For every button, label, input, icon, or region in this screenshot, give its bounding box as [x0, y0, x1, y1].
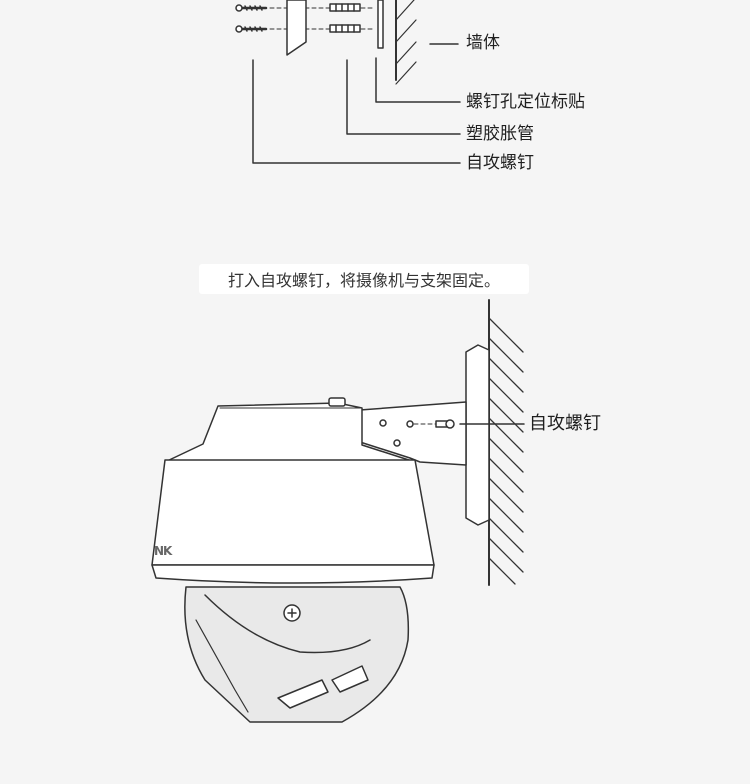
anchor-icon	[329, 3, 361, 33]
wall-hatching	[395, 0, 417, 85]
bracket-plate	[286, 0, 307, 56]
brand-logo: NK	[154, 544, 172, 558]
hole-sticker-label: 螺钉孔定位标贴	[466, 92, 585, 112]
camera-body	[151, 459, 435, 566]
screw-label-bottom: 自攻螺钉	[529, 413, 601, 434]
wall-hatching	[488, 317, 524, 585]
screw-label-top: 自攻螺钉	[466, 153, 534, 173]
screw-icon	[406, 419, 455, 429]
bracket-wall-plate	[465, 344, 490, 526]
wall-mount-exploded-view	[235, 0, 461, 164]
camera-wall-install-view	[151, 299, 525, 723]
hole-sticker	[377, 0, 384, 49]
instruction-caption: 打入自攻螺钉，将摄像机与支架固定。	[199, 264, 529, 294]
wall-label: 墙体	[466, 33, 500, 53]
anchor-label: 塑胶胀管	[466, 124, 534, 144]
screw-icon	[235, 4, 268, 33]
camera-dome	[184, 586, 410, 723]
